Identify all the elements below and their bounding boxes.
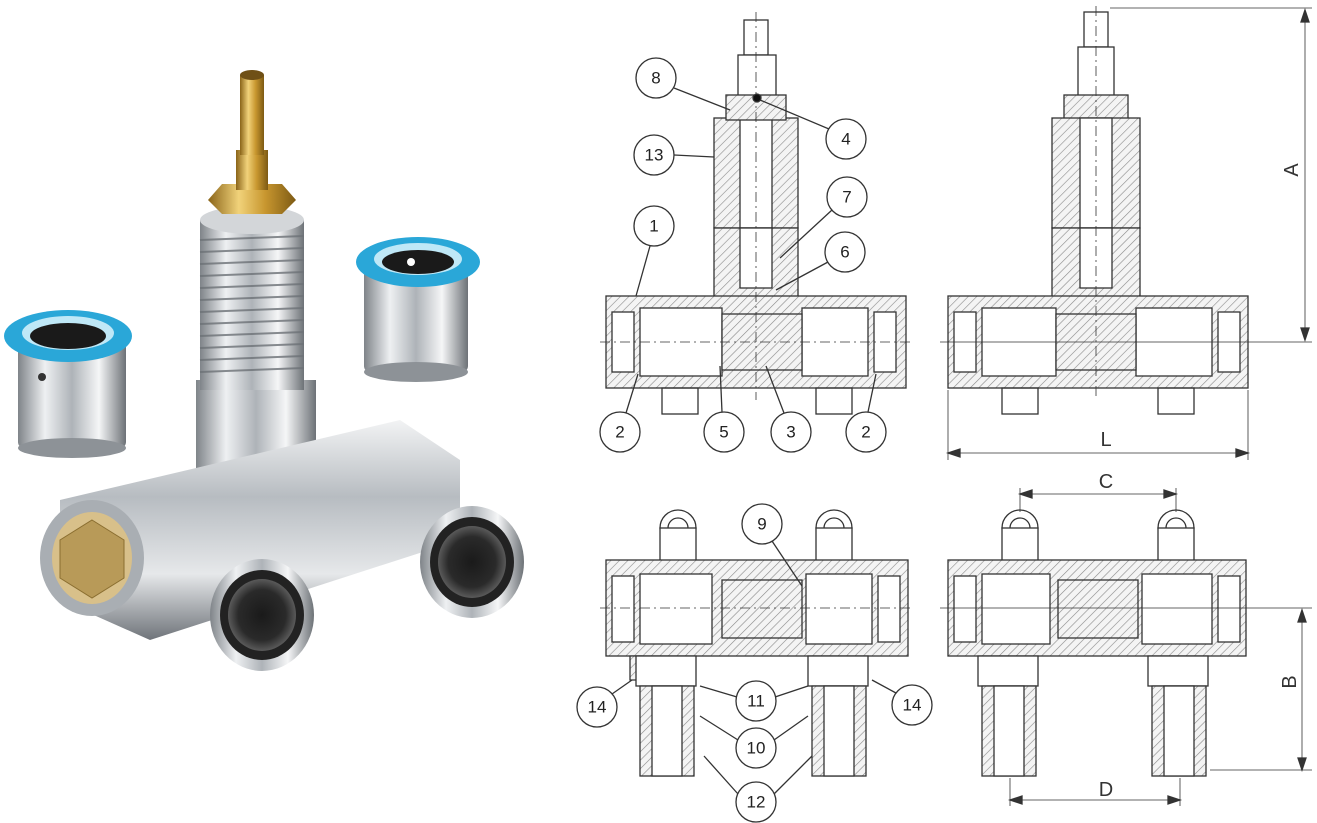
callout-label-13: 13 [645,146,664,165]
callout-10 [699,715,809,769]
callout-label-12: 12 [747,793,766,812]
dimension-label-B: B [1279,675,1301,688]
dimension-A [1110,7,1312,343]
callout-label-8: 8 [651,69,660,88]
callout-label-2b: 2 [861,423,870,442]
section-view-bottom-right [940,509,1312,777]
press-sleeve-right [356,237,480,382]
callout-label-14b: 14 [903,696,922,715]
callout-label-9: 9 [757,515,766,534]
callout-label-4: 4 [841,130,850,149]
dimension-label-D: D [1099,779,1113,801]
callout-label-3: 3 [786,423,795,442]
section-view-bottom-left [600,509,912,777]
outlet-spigot-left [210,559,314,671]
outlet-spigot-right [420,506,524,618]
valve-body-horizontal [40,420,460,640]
callout-2a [599,373,641,453]
callout-2b [845,373,887,453]
callout-13 [633,134,715,176]
callout-4 [759,99,867,160]
callout-11 [699,680,809,722]
callout-label-5: 5 [719,423,728,442]
callout-14b [871,679,933,726]
callout-label-10: 10 [747,739,766,758]
callout-label-6: 6 [840,243,849,262]
callout-5 [703,365,745,453]
callout-9 [741,503,803,587]
callout-label-2a: 2 [615,423,624,442]
brass-spindle [208,70,296,214]
dimension-D [1007,778,1183,806]
callout-8 [635,57,731,111]
callout-12 [703,755,813,823]
callout-3 [765,365,812,453]
section-view-top-right [940,6,1312,415]
dimension-C [1017,488,1179,512]
callout-label-14a: 14 [588,698,607,717]
section-view-top-left [600,12,912,415]
dimension-label-A: A [1281,163,1303,177]
dimension-B [1210,607,1312,773]
callout-6 [775,231,866,291]
dimension-L [945,390,1251,460]
callout-14a [576,679,633,728]
callout-7 [779,176,868,259]
callout-label-11: 11 [747,692,765,711]
product-photo [4,70,524,671]
callout-label-1: 1 [649,217,658,236]
press-sleeve-left [4,310,132,458]
callout-1 [633,205,675,297]
callout-label-7: 7 [842,188,851,207]
dimension-label-L: L [1100,429,1111,451]
dimension-label-C: C [1099,471,1113,493]
